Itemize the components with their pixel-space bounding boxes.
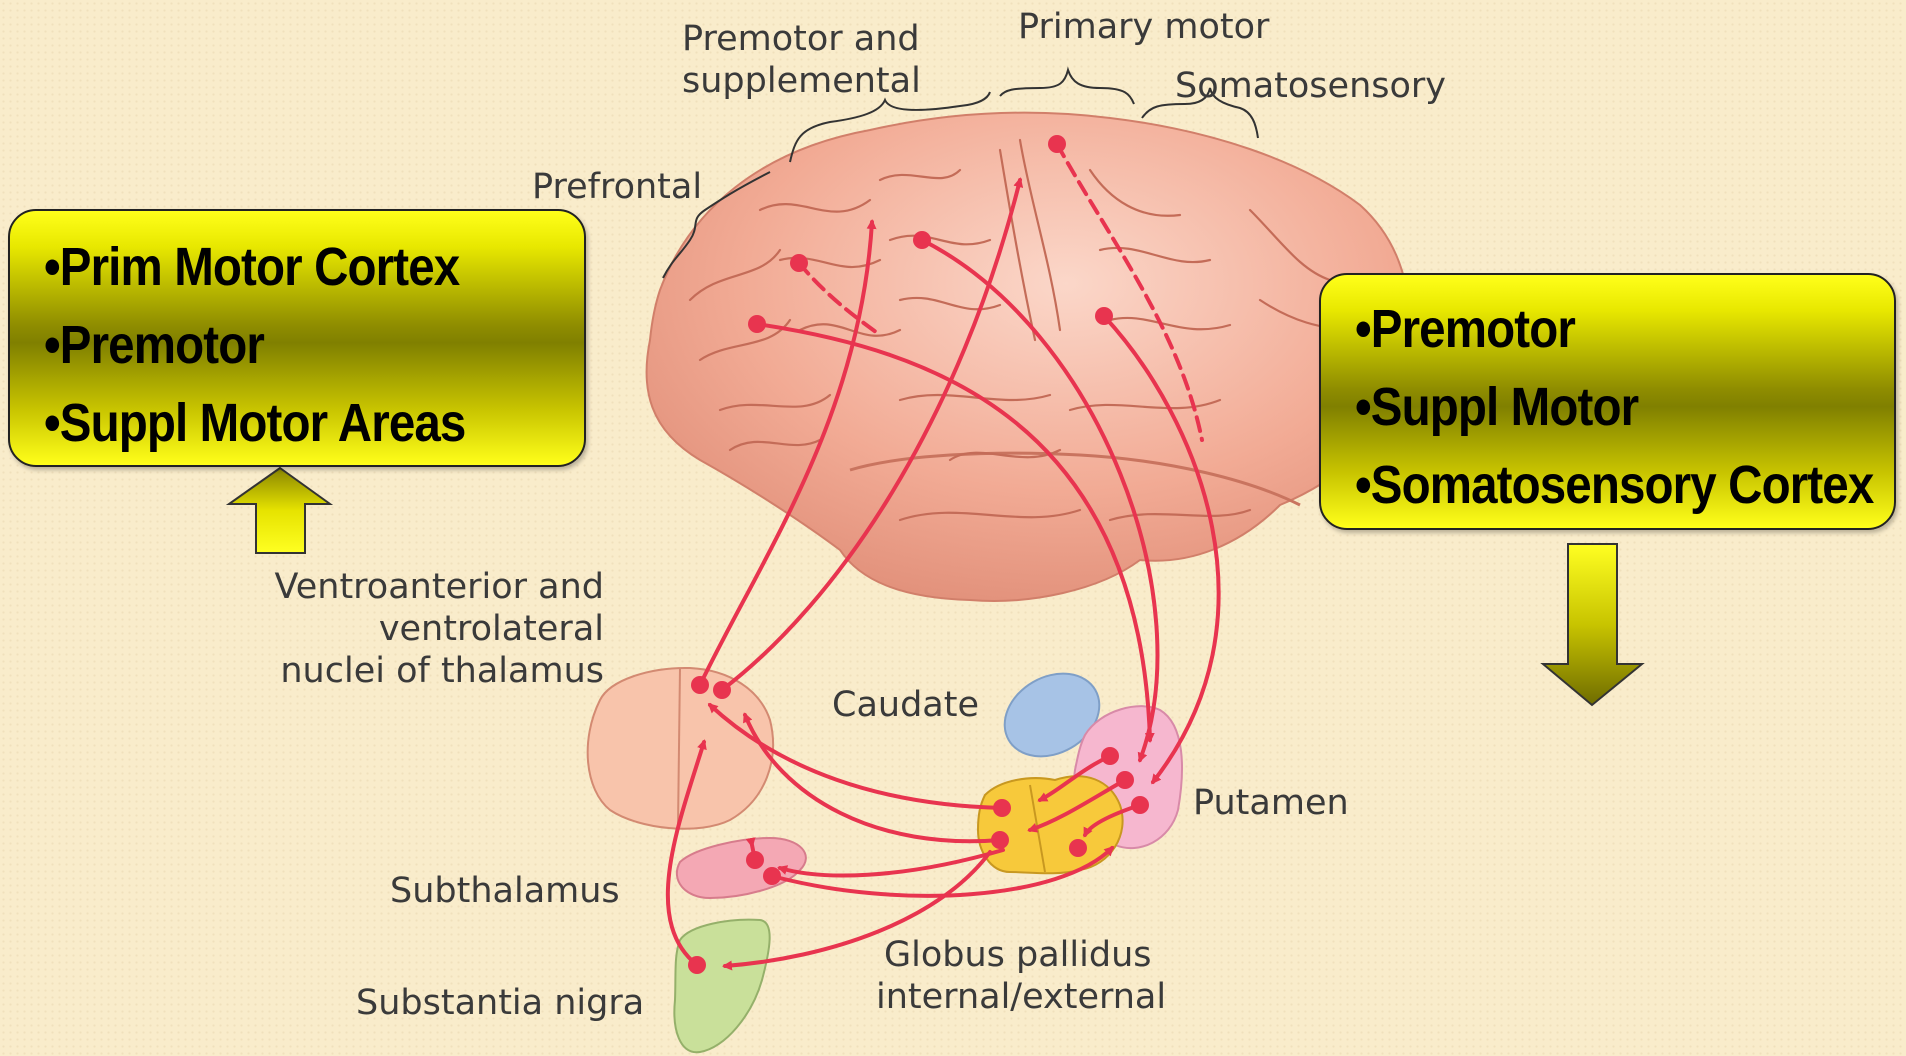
label-prefrontal: Prefrontal bbox=[532, 166, 702, 208]
label-line: internal/external bbox=[876, 976, 1166, 1018]
label-putamen: Putamen bbox=[1193, 782, 1349, 824]
cerebrum-outline bbox=[647, 113, 1410, 601]
label-somatosensory: Somatosensory bbox=[1175, 65, 1446, 107]
substantia-nigra-shape bbox=[674, 920, 769, 1053]
up-arrow-icon bbox=[229, 468, 330, 553]
pathway-gp-to-subthalamus bbox=[780, 850, 1003, 875]
left-box-item: •Premotor bbox=[44, 306, 519, 384]
origin-dot bbox=[688, 956, 706, 974]
origin-dot bbox=[913, 231, 931, 249]
origin-dot bbox=[1095, 307, 1113, 325]
origin-dot bbox=[1131, 796, 1149, 814]
origin-dot bbox=[748, 315, 766, 333]
right-callout-box: •Premotor •Suppl Motor •Somatosensory Co… bbox=[1319, 273, 1896, 530]
brain bbox=[647, 113, 1410, 601]
origin-dot bbox=[691, 676, 709, 694]
right-box-item: •Premotor bbox=[1355, 290, 1829, 368]
label-caudate: Caudate bbox=[832, 684, 979, 726]
origin-dot bbox=[991, 831, 1009, 849]
origin-dot bbox=[746, 851, 764, 869]
label-line: ventrolateral bbox=[240, 608, 604, 650]
pathway-gp-to-thalamus-2 bbox=[745, 715, 1000, 841]
right-box-item: •Suppl Motor bbox=[1355, 368, 1829, 446]
left-box-item: •Prim Motor Cortex bbox=[44, 228, 519, 306]
primary-motor-bracket bbox=[1000, 70, 1134, 104]
origin-dot bbox=[993, 799, 1011, 817]
origin-dot bbox=[1101, 747, 1119, 765]
left-callout-box: •Prim Motor Cortex •Premotor •Suppl Moto… bbox=[8, 209, 586, 467]
label-globus-pallidus: Globus pallidus internal/external bbox=[876, 934, 1166, 1018]
origin-dot bbox=[1069, 839, 1087, 857]
origin-dot bbox=[790, 254, 808, 272]
label-line: Globus pallidus bbox=[876, 934, 1166, 976]
label-substantia-nigra: Substantia nigra bbox=[356, 982, 644, 1024]
origin-dot bbox=[1048, 135, 1066, 153]
label-primary-motor: Primary motor bbox=[1018, 6, 1269, 48]
right-box-item: •Somatosensory Cortex bbox=[1355, 446, 1829, 524]
label-line: Ventroanterior and bbox=[240, 566, 604, 608]
label-thalamus: Ventroanterior and ventrolateral nuclei … bbox=[240, 566, 604, 692]
label-line: nuclei of thalamus bbox=[240, 650, 604, 692]
down-arrow-icon bbox=[1543, 544, 1642, 705]
left-box-item: •Suppl Motor Areas bbox=[44, 384, 519, 462]
label-line: supplemental bbox=[682, 60, 921, 102]
origin-dot bbox=[713, 681, 731, 699]
origin-dot bbox=[1116, 771, 1134, 789]
label-premotor-supplemental: Premotor and supplemental bbox=[682, 18, 921, 102]
origin-dot bbox=[763, 867, 781, 885]
label-subthalamus: Subthalamus bbox=[390, 870, 620, 912]
label-line: Premotor and bbox=[682, 18, 921, 60]
